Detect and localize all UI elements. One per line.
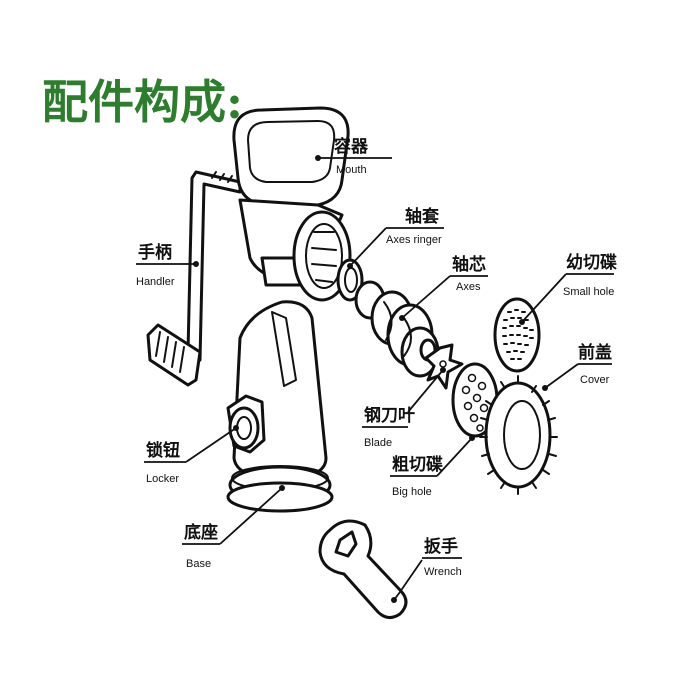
label-big-hole: 粗切碟 Big hole [390, 454, 443, 498]
label-cover-en: Cover [580, 374, 610, 386]
label-small-hole: 幼切碟 Small hole [563, 252, 617, 298]
label-big-hole-en: Big hole [392, 486, 432, 498]
label-mouth: 容器 Mouth [334, 136, 392, 176]
label-locker-en: Locker [146, 473, 179, 485]
blade-drawing [424, 343, 464, 390]
label-wrench-zh: 扳手 [424, 536, 458, 557]
label-wrench-en: Wrench [424, 566, 462, 578]
label-small-hole-en: Small hole [563, 286, 614, 298]
cover-drawing [479, 375, 558, 495]
label-axes-ringer-en: Axes ringer [386, 234, 442, 246]
label-base-zh: 底座 [184, 522, 218, 543]
big-hole-plate-drawing [451, 362, 499, 438]
axes-ringer-drawing [336, 258, 364, 302]
axes-drawing [354, 280, 440, 378]
label-cover: 前盖 Cover [578, 342, 612, 386]
label-blade: 钢刀叶 Blade [362, 405, 415, 449]
locker-drawing [226, 394, 266, 454]
label-mouth-zh: 容器 [334, 136, 369, 157]
label-axes: 轴芯 Axes [450, 254, 488, 293]
label-axes-ringer: 轴套 Axes ringer [386, 206, 444, 246]
label-blade-zh: 钢刀叶 [364, 405, 415, 426]
label-cover-zh: 前盖 [578, 342, 612, 363]
label-mouth-en: Mouth [336, 164, 367, 176]
label-base-en: Base [186, 558, 211, 570]
barrel-drawing [292, 210, 352, 302]
label-axes-en: Axes [456, 281, 481, 293]
wrench-drawing [318, 519, 408, 619]
leader-lines [180, 155, 579, 603]
diagram-title: 配件构成: [42, 75, 243, 129]
label-axes-zh: 轴芯 [452, 254, 486, 275]
label-base: 底座 Base [182, 522, 220, 570]
label-handler-zh: 手柄 [138, 242, 172, 263]
label-wrench: 扳手 Wrench [422, 536, 462, 578]
label-big-hole-zh: 粗切碟 [392, 454, 443, 475]
label-handler-en: Handler [136, 276, 175, 288]
label-handler: 手柄 Handler [136, 242, 180, 288]
label-locker: 锁钮 Locker [144, 440, 186, 485]
label-locker-zh: 锁钮 [146, 440, 180, 461]
label-axes-ringer-zh: 轴套 [405, 206, 440, 227]
label-small-hole-zh: 幼切碟 [566, 252, 617, 273]
label-blade-en: Blade [364, 437, 392, 449]
small-hole-plate-drawing [493, 297, 541, 373]
